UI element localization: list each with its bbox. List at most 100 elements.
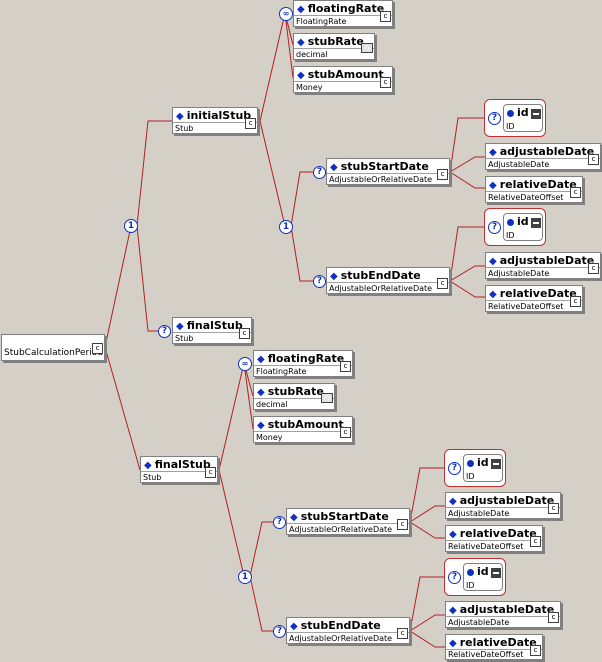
element-type: decimal (296, 50, 328, 59)
connector-fc2-start (249, 521, 276, 577)
element-stub-start-date[interactable]: ◆stubStartDate AdjustableOrRelativeDate … (286, 508, 410, 535)
optional-icon: ? (313, 275, 326, 288)
choice-range-icon: ∞ (238, 357, 252, 371)
complex-type-icon[interactable]: c (239, 328, 250, 339)
attribute-id[interactable]: id ID (463, 454, 503, 482)
element-adjustable-date[interactable]: ◆adjustableDate AdjustableDate c (485, 252, 601, 279)
element-name: stubAmount (307, 68, 384, 81)
element-stub-rate[interactable]: ◆stubRate decimal xy (253, 383, 335, 410)
optional-icon: ? (488, 112, 501, 125)
complex-type-icon[interactable]: c (340, 427, 351, 438)
connector-sed1-id (449, 226, 487, 282)
connector-final-choice1 (218, 362, 245, 471)
divider (446, 616, 560, 617)
complex-type-icon[interactable]: c (380, 77, 391, 88)
element-type: AdjustableDate (448, 618, 510, 627)
complex-type-icon[interactable]: c (530, 645, 541, 656)
connector-c2-start (290, 171, 316, 227)
element-icon: ◆ (489, 256, 497, 267)
remove-icon[interactable] (491, 459, 501, 469)
complex-type-icon[interactable]: c (397, 628, 408, 639)
remove-icon[interactable] (531, 218, 541, 228)
complex-type-icon[interactable]: c (530, 536, 541, 547)
element-icon: ◆ (489, 289, 497, 300)
divider (141, 471, 217, 472)
attribute-name: id (477, 565, 489, 578)
connector-ssd2-adj (409, 505, 445, 523)
complex-type-icon[interactable]: c (397, 519, 408, 530)
complex-type-icon[interactable]: c (588, 263, 599, 274)
divider (486, 158, 600, 159)
element-adjustable-date[interactable]: ◆adjustableDate AdjustableDate c (445, 601, 561, 628)
element-stub-start-date[interactable]: ◆stubStartDate AdjustableOrRelativeDate … (326, 158, 450, 185)
choice-compositor-icon: 1 (124, 219, 138, 233)
element-stub-amount[interactable]: ◆stubAmount Money c (253, 416, 353, 443)
attribute-id[interactable]: id ID (503, 213, 543, 241)
element-icon: ◆ (330, 162, 338, 173)
remove-icon[interactable] (531, 109, 541, 119)
element-name: initialStub (186, 109, 252, 122)
connector-initial-choice2 (259, 120, 286, 227)
element-name: floatingRate (267, 352, 345, 365)
divider (173, 332, 251, 333)
element-icon: ◆ (257, 387, 265, 398)
element-floating-rate[interactable]: ◆floatingRate FloatingRate c (253, 350, 353, 377)
remove-icon[interactable] (491, 568, 501, 578)
element-adjustable-date[interactable]: ◆adjustableDate AdjustableDate c (445, 492, 561, 519)
complex-type-icon[interactable]: c (548, 612, 559, 623)
element-name: stubAmount (267, 418, 344, 431)
element-icon: ◆ (449, 496, 457, 507)
attribute-id[interactable]: id ID (503, 104, 543, 132)
connector-sed2-adj (409, 614, 445, 632)
optional-icon: ? (448, 462, 461, 475)
element-final-stub[interactable]: ◆finalStub Stub c (140, 456, 218, 483)
simple-type-icon[interactable]: xy (361, 43, 373, 53)
divider (287, 632, 409, 633)
element-name: stubRate (267, 385, 324, 398)
element-relative-date[interactable]: ◆relativeDate RelativeDateOffset c (485, 285, 583, 312)
divider (254, 365, 352, 366)
attribute-type: ID (506, 122, 515, 131)
attribute-id[interactable]: id ID (463, 563, 503, 591)
element-type: RelativeDateOffset (488, 193, 564, 202)
complex-type-icon[interactable]: c (588, 154, 599, 165)
complex-type-icon[interactable]: c (245, 118, 256, 129)
element-floating-rate[interactable]: ◆floatingRate FloatingRate c (293, 0, 393, 27)
complex-type-icon[interactable]: c (380, 11, 391, 22)
simple-type-icon[interactable]: xy (321, 393, 333, 403)
element-relative-date[interactable]: ◆relativeDate RelativeDateOffset c (445, 634, 543, 660)
complex-type-icon[interactable]: c (570, 187, 581, 198)
element-stub-rate[interactable]: ◆stubRate decimal xy (293, 33, 375, 60)
complex-type-icon[interactable]: c (437, 169, 448, 180)
connector-fc1-sa (243, 362, 254, 430)
element-name: stubStartDate (340, 160, 429, 173)
complex-type-icon[interactable]: c (437, 278, 448, 289)
element-name: relativeDate (459, 527, 537, 540)
element-icon: ◆ (297, 4, 305, 15)
element-type: Stub (175, 124, 194, 133)
element-final-stub-optional[interactable]: ◆finalStub Stub c (172, 317, 252, 344)
element-icon: ◆ (176, 321, 184, 332)
divider (327, 173, 449, 174)
element-initial-stub[interactable]: ◆initialStub Stub c (172, 107, 258, 134)
connector-fc2-end (249, 575, 276, 632)
element-type: AdjustableOrRelativeDate (289, 634, 393, 643)
divider (446, 507, 560, 508)
complex-type-icon[interactable]: c (340, 361, 351, 372)
element-adjustable-date[interactable]: ◆adjustableDate AdjustableDate c (485, 143, 601, 170)
root-node[interactable]: StubCalculationPeriod c (1, 334, 105, 361)
element-icon: ◆ (489, 180, 497, 191)
complex-type-icon[interactable]: c (548, 503, 559, 514)
attribute-id-frame: id ID ? (484, 99, 546, 137)
optional-icon: ? (158, 325, 171, 338)
element-stub-end-date[interactable]: ◆stubEndDate AdjustableOrRelativeDate c (286, 617, 410, 644)
element-icon: ◆ (449, 529, 457, 540)
element-relative-date[interactable]: ◆relativeDate RelativeDateOffset c (485, 176, 583, 203)
element-stub-end-date[interactable]: ◆stubEndDate AdjustableOrRelativeDate c (326, 267, 450, 294)
complex-type-icon[interactable]: c (205, 467, 216, 478)
complex-type-icon[interactable]: c (570, 296, 581, 307)
element-stub-amount[interactable]: ◆stubAmount Money c (293, 66, 393, 93)
element-relative-date[interactable]: ◆relativeDate RelativeDateOffset c (445, 525, 543, 552)
element-type: AdjustableDate (488, 269, 550, 278)
